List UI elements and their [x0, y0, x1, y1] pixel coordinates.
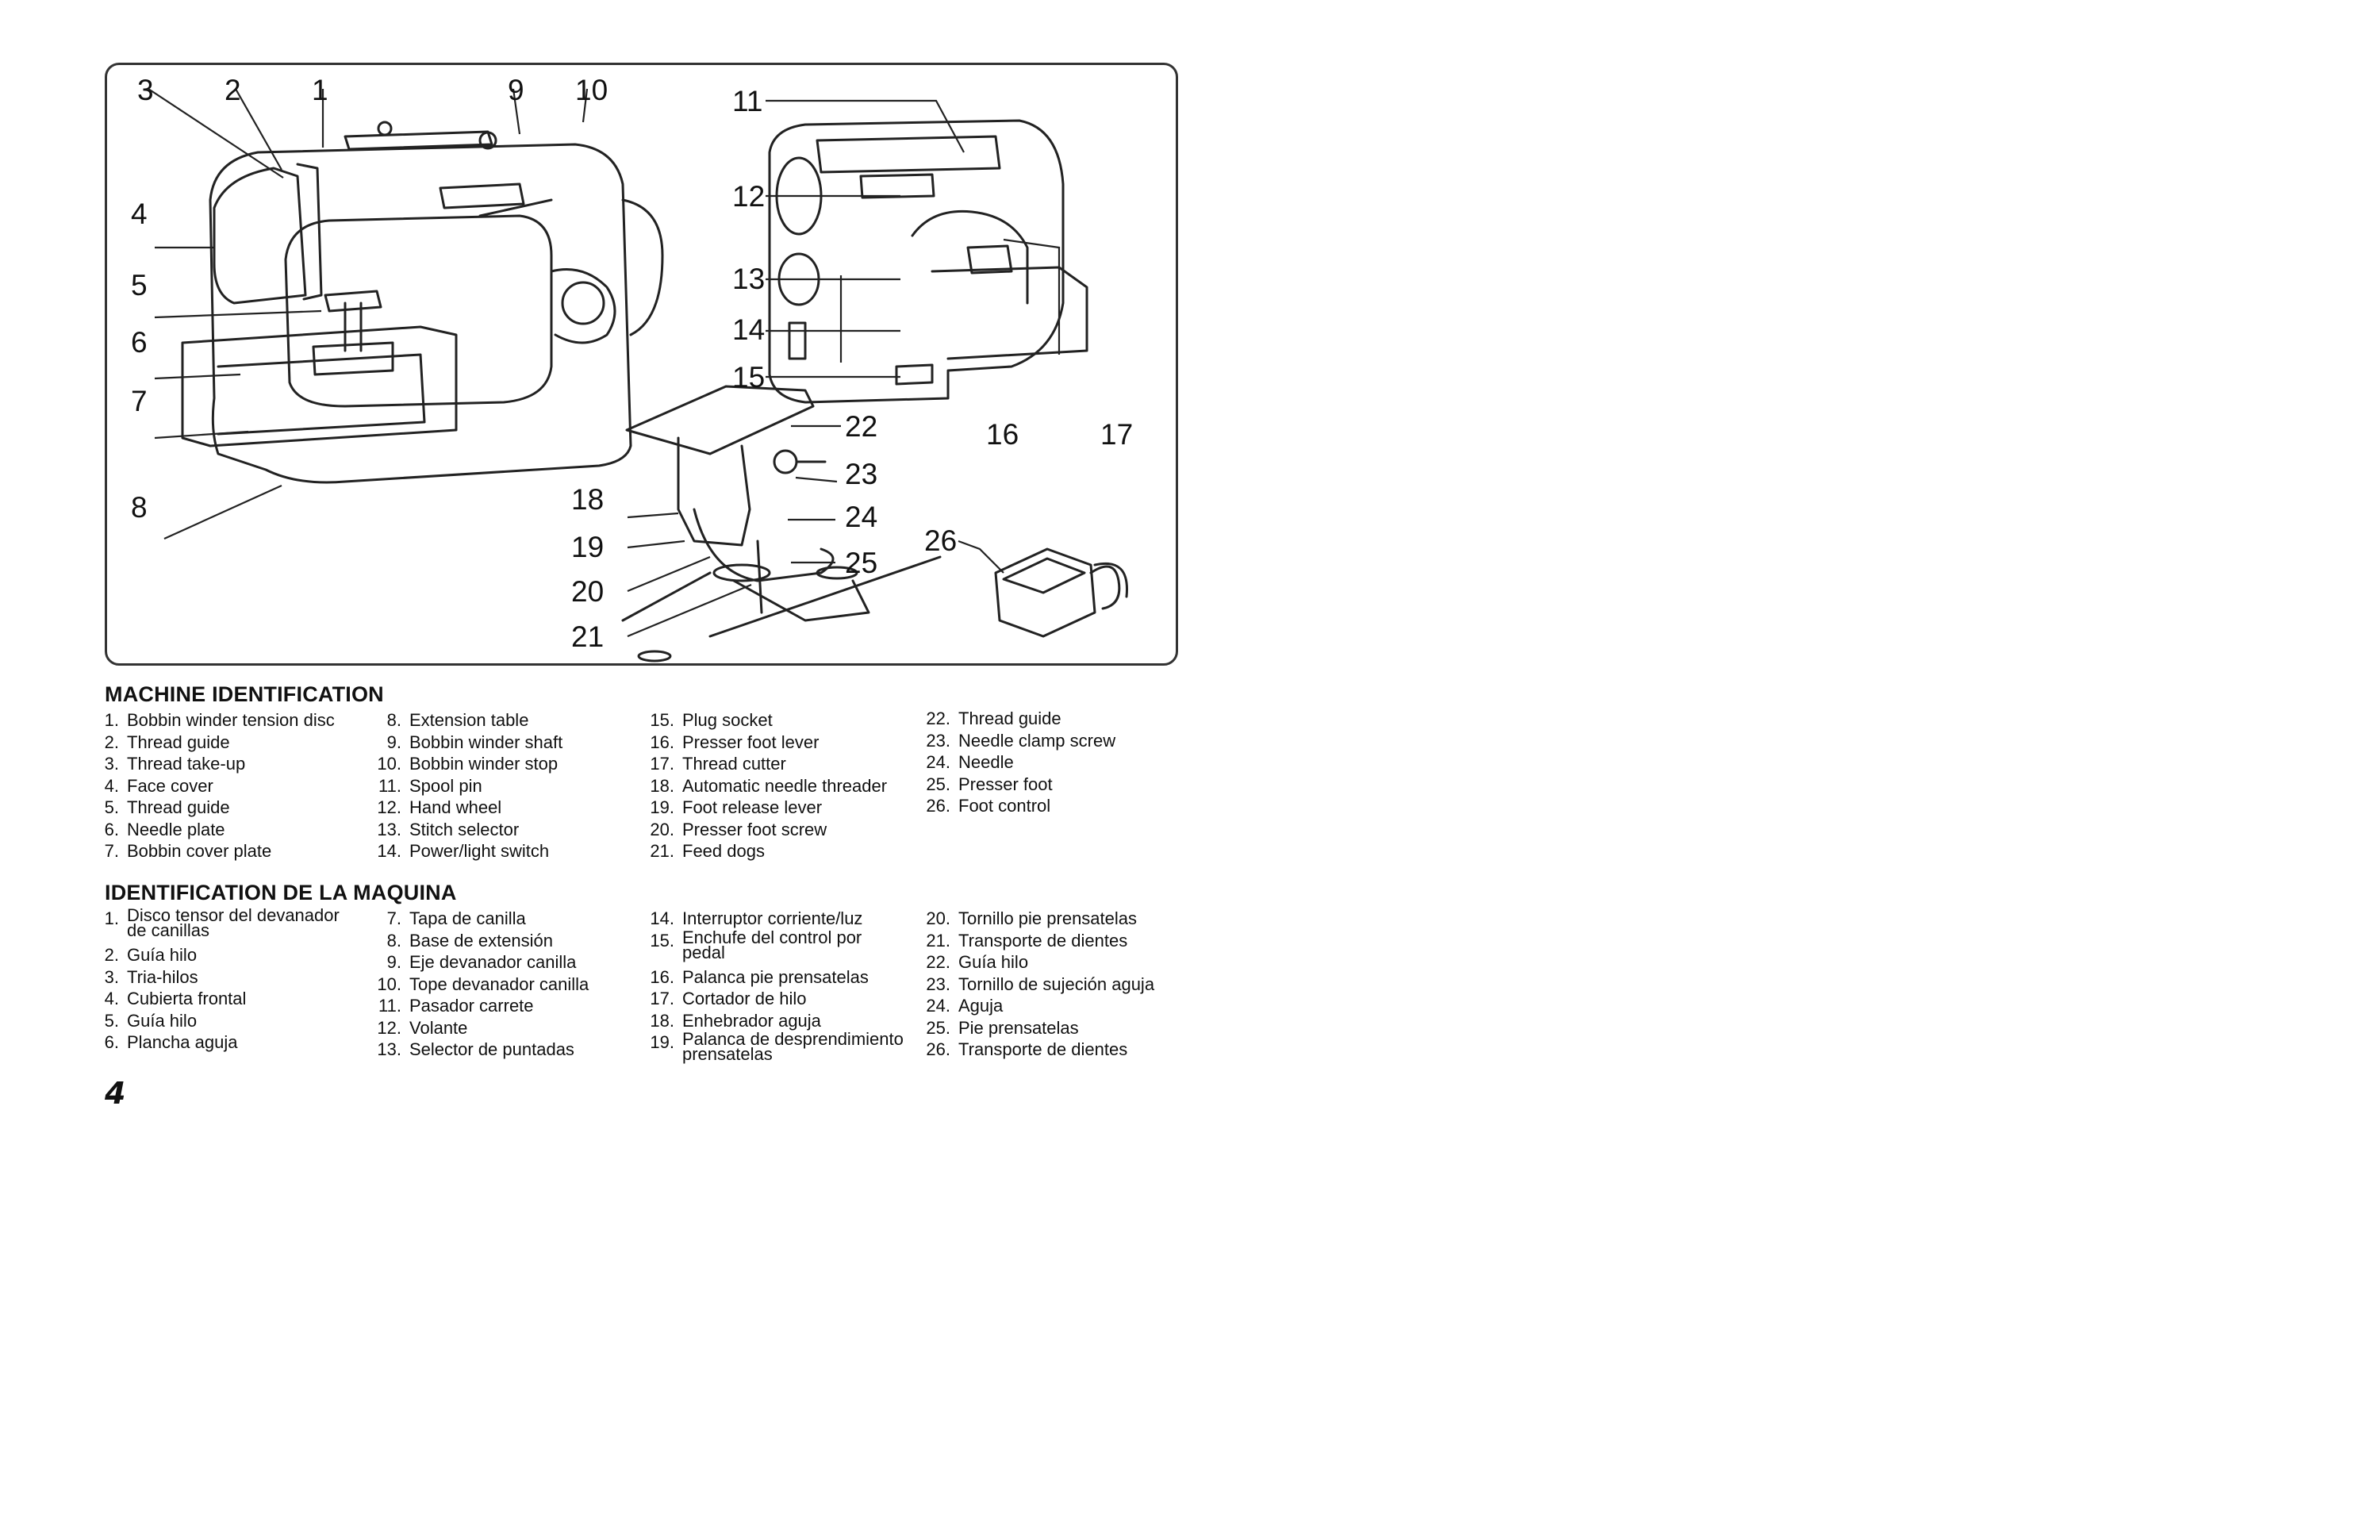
list-item: 22.Thread guide [926, 709, 1061, 728]
spanish-column-1: 1.Disco tensor del devanador de canillas… [94, 905, 355, 1054]
callout-6: 6 [131, 326, 148, 359]
list-item: 21.Feed dogs [650, 841, 765, 861]
list-item: 18.Automatic needle threader [650, 775, 888, 796]
spanish-column-2: 7.Tapa de canilla 8.Base de extensión 9.… [376, 908, 589, 1061]
spanish-column-4: 20.Tornillo pie prensatelas 21.Transport… [925, 908, 1154, 1061]
callout-26: 26 [924, 524, 957, 557]
rear-machine-body [768, 119, 1065, 404]
callout-16: 16 [986, 418, 1019, 451]
callout-3: 3 [137, 74, 154, 106]
list-item: 25.Pie prensatelas [926, 1017, 1079, 1038]
list-item: 12.Hand wheel [377, 797, 502, 817]
list-item: 6.Plancha aguja [104, 1032, 238, 1052]
callout-5: 5 [131, 269, 148, 301]
list-item: 3.Tria-hilos [104, 966, 198, 987]
list-item: 9.Bobbin winder shaft [386, 732, 563, 752]
callout-1: 1 [312, 74, 328, 106]
list-item: 11.Spool pin [378, 775, 482, 796]
list-item: 23.Tornillo de sujeción aguja [926, 974, 1155, 994]
list-item: 9.Eje devanador canilla [386, 952, 577, 972]
list-item: 10.Tope devanador canilla [377, 974, 589, 994]
list-item: 21.Transporte de dientes [926, 930, 1128, 950]
list-item: 10.Bobbin winder stop [377, 754, 559, 774]
callout-labels: 3 2 1 9 10 4 5 6 7 8 11 12 13 14 15 16 1… [131, 74, 1133, 653]
callout-4: 4 [131, 198, 148, 230]
machine-illustration: 3 2 1 9 10 4 5 6 7 8 11 12 13 14 15 16 1… [131, 74, 1133, 662]
spanish-column-3: 14.Interruptor corriente/luz 15.Enchufe … [649, 908, 919, 1068]
list-item: 19.Palanca de desprendimiento prensatela… [650, 1029, 904, 1064]
callout-18: 18 [571, 483, 604, 516]
list-item: 11.Pasador carrete [378, 996, 534, 1016]
list-item: 15.Enchufe del control por pedal [650, 927, 862, 962]
callout-11: 11 [732, 85, 762, 117]
list-item: 8.Base de extensión [386, 930, 554, 950]
list-item: 20.Presser foot screw [650, 819, 827, 839]
list-item: 24.Aguja [926, 996, 1004, 1016]
callout-13: 13 [732, 263, 765, 295]
english-column-3: 15.Plug socket 16.Presser foot lever 17.… [649, 709, 887, 862]
list-item: 26.Foot control [926, 796, 1051, 816]
page-number: 4 [105, 1076, 126, 1111]
callout-20: 20 [571, 575, 604, 608]
english-heading: MACHINE IDENTIFICATION [105, 682, 384, 706]
list-item: 18.Enhebrador aguja [650, 1010, 821, 1031]
list-item: 1.Bobbin winder tension disc [104, 710, 335, 730]
list-item: 8.Extension table [386, 710, 529, 730]
list-item: 20.Tornillo pie prensatelas [926, 908, 1138, 928]
list-item: 14.Power/light switch [377, 841, 550, 861]
callout-14: 14 [732, 313, 765, 346]
list-item: 12.Volante [377, 1017, 468, 1038]
list-item: 7.Tapa de canilla [386, 908, 526, 928]
list-item: 19.Foot release lever [650, 797, 823, 817]
callout-2: 2 [225, 74, 241, 106]
callout-21: 21 [571, 620, 604, 653]
list-item: 4.Face cover [104, 775, 213, 796]
list-item: 16.Presser foot lever [650, 732, 820, 752]
front-machine-body [209, 143, 632, 484]
english-column-4: 22.Thread guide 23.Needle clamp screw 24… [925, 708, 1115, 817]
list-item: 22.Guía hilo [926, 952, 1029, 972]
foot-control-pedal [994, 547, 1096, 638]
list-item: 25.Presser foot [926, 774, 1053, 794]
callout-25: 25 [845, 547, 877, 579]
list-item: 23.Needle clamp screw [926, 730, 1116, 751]
list-item: 3.Thread take-up [104, 754, 246, 774]
spanish-heading: IDENTIFICATION DE LA MAQUINA [105, 881, 457, 904]
machine-diagram: 3 2 1 9 10 4 5 6 7 8 11 12 13 14 15 16 1… [105, 63, 1178, 666]
callout-7: 7 [131, 385, 148, 417]
list-item: 4.Cubierta frontal [104, 989, 247, 1008]
list-item: 13.Selector de puntadas [377, 1039, 574, 1059]
list-item: 5.Guía hilo [104, 1010, 198, 1031]
english-column-1: 1.Bobbin winder tension disc 2.Thread gu… [94, 709, 335, 862]
list-item: 2.Guía hilo [104, 945, 198, 965]
callout-12: 12 [732, 180, 765, 213]
list-item: 15.Plug socket [650, 710, 773, 730]
list-item: 17.Cortador de hilo [650, 989, 807, 1008]
list-item: 24.Needle [926, 752, 1014, 772]
callout-22: 22 [845, 410, 877, 443]
presser-foot-detail [625, 385, 815, 455]
list-item: 1.Disco tensor del devanador de canillas [104, 905, 340, 940]
callout-19: 19 [571, 531, 604, 563]
list-item: 17.Thread cutter [650, 754, 786, 774]
list-item: 7.Bobbin cover plate [104, 841, 272, 861]
english-column-2: 8.Extension table 9.Bobbin winder shaft … [376, 709, 562, 862]
callout-17: 17 [1100, 418, 1133, 451]
callout-15: 15 [732, 361, 765, 394]
callout-10: 10 [575, 74, 608, 106]
callout-9: 9 [508, 74, 524, 106]
callout-8: 8 [131, 491, 148, 524]
list-item: 14.Interruptor corriente/luz [650, 908, 863, 928]
callout-23: 23 [845, 458, 877, 490]
callout-24: 24 [845, 501, 877, 533]
list-item: 16.Palanca pie prensatelas [650, 966, 869, 987]
list-item: 13.Stitch selector [377, 819, 520, 839]
list-item: 26.Transporte de dientes [926, 1039, 1128, 1059]
list-item: 2.Thread guide [104, 732, 230, 752]
list-item: 5.Thread guide [104, 797, 230, 817]
list-item: 6.Needle plate [104, 819, 225, 839]
